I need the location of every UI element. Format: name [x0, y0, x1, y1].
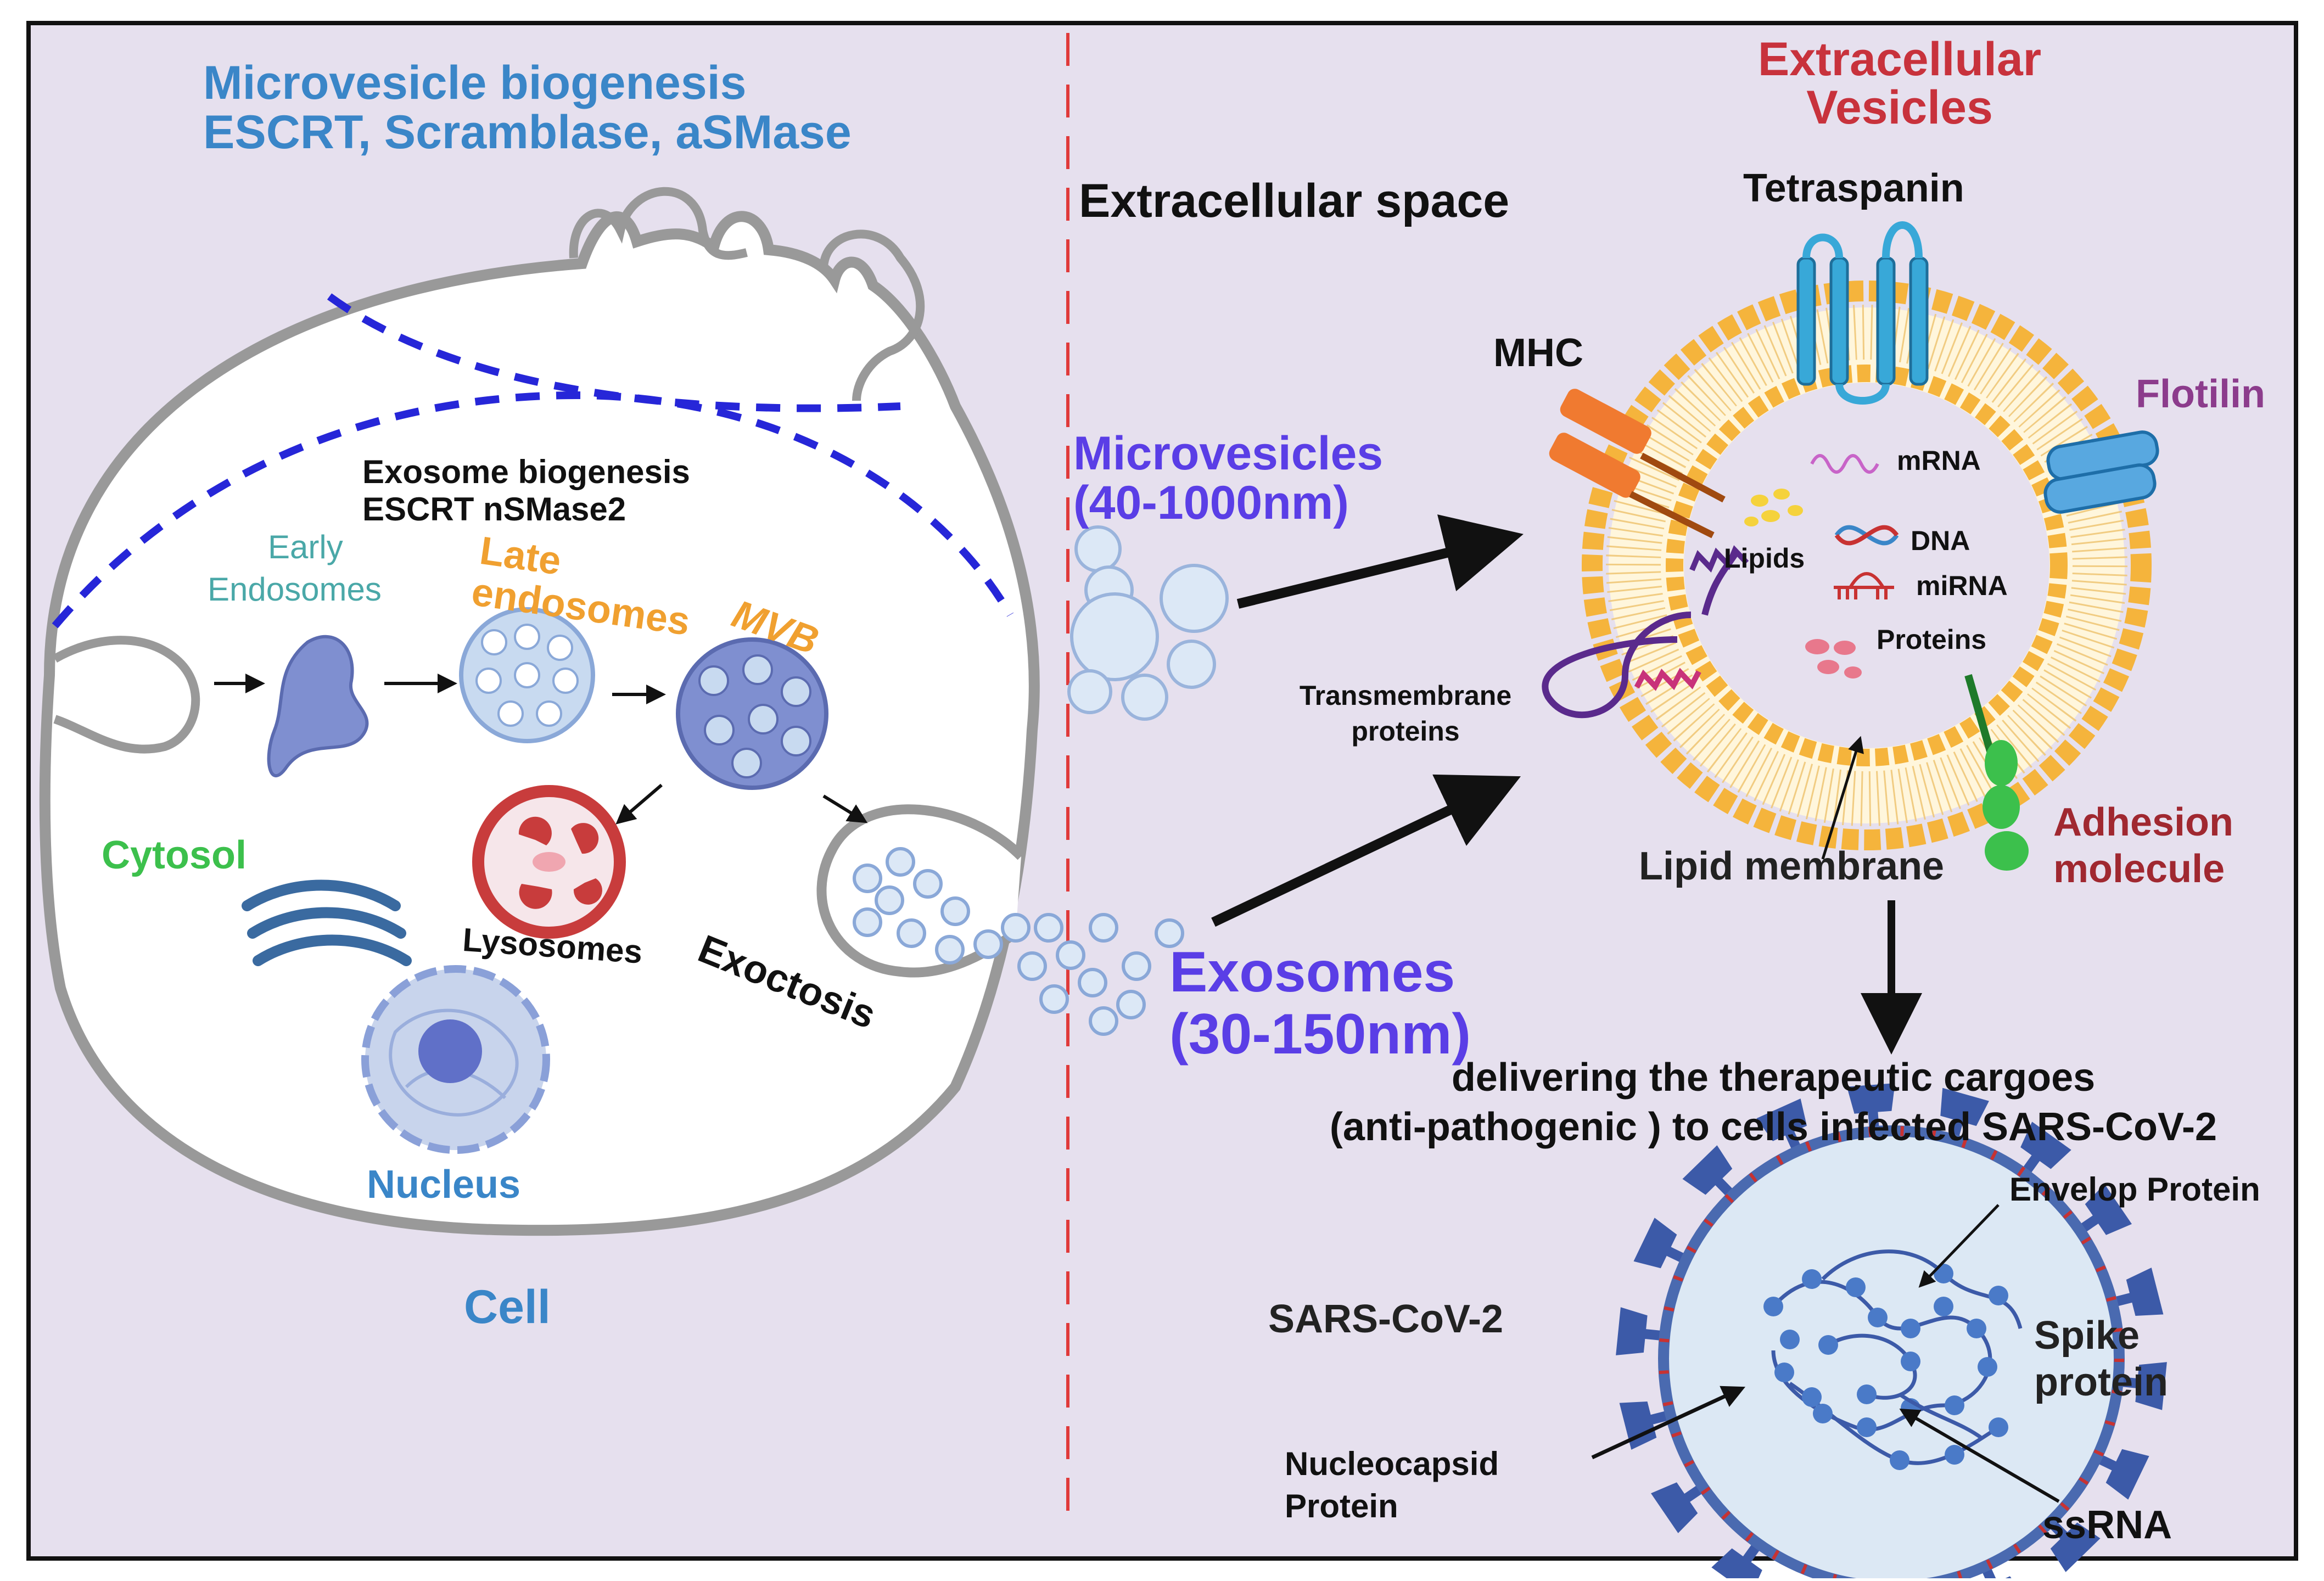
tetraspanin-protein	[1796, 221, 1929, 405]
microvesicle-zone-line	[327, 293, 901, 412]
exosomes-label: Exosomes	[1169, 940, 1455, 1004]
microvesicle-biogenesis-title: Microvesicle biogenesis	[203, 57, 747, 109]
mhc-label: MHC	[1493, 331, 1583, 375]
spike-protein-label-1: Spike	[2034, 1314, 2140, 1358]
microvesicles-size-label: (40-1000nm)	[1073, 476, 1349, 529]
membrane-bud-left	[53, 636, 200, 754]
envelop-protein-label: Envelop Protein	[2009, 1171, 2260, 1208]
lysosome	[472, 785, 626, 939]
ev-lipid-bilayer	[1582, 281, 2152, 850]
exosome-particles	[853, 847, 1184, 1036]
nucleocapsid-bead	[1857, 1417, 1877, 1437]
nucleocapsid-bead	[1774, 1363, 1794, 1382]
sars-cov-2-label: SARS-CoV-2	[1268, 1297, 1504, 1341]
flotilin-protein	[2043, 430, 2159, 514]
lipid-membrane-arrow	[1821, 736, 1864, 860]
mrna-icon	[1810, 454, 1879, 474]
transmembrane-label-1: Transmembrane	[1299, 680, 1512, 711]
cytosol-label: Cytosol	[102, 833, 247, 877]
nucleocapsid-bead	[1934, 1264, 1953, 1283]
nucleocapsid-bead	[1945, 1395, 1964, 1415]
nucleus	[361, 965, 550, 1154]
proteins-label: Proteins	[1877, 624, 1987, 655]
nucleocapsid-bead	[1763, 1297, 1783, 1316]
microvesicle-particles	[1067, 525, 1229, 721]
transmembrane-label-2: proteins	[1351, 716, 1460, 747]
nucleocapsid-bead	[1890, 1450, 1909, 1470]
spike-protein-label-2: protein	[2034, 1360, 2168, 1404]
nucleocapsid-bead	[1813, 1404, 1833, 1423]
nucleus-label: Nucleus	[367, 1163, 521, 1207]
nucleocapsid-label-2: Protein	[1285, 1488, 1398, 1524]
delivery-text-line-1: delivering the therapeutic cargoes	[1451, 1056, 2096, 1100]
adhesion-label-1: Adhesion	[2053, 800, 2234, 844]
arrow-to-exocytosis	[822, 794, 868, 823]
mhc-protein	[1549, 389, 1726, 539]
nucleocapsid-bead	[1818, 1335, 1838, 1355]
late-endosome	[459, 607, 595, 743]
lipids-label: Lipids	[1724, 543, 1805, 574]
nucleocapsid-bead	[1780, 1330, 1800, 1349]
nucleocapsid-bead	[1934, 1297, 1953, 1316]
envelop-arrow	[1918, 1204, 2000, 1288]
nucleocapsid-bead	[1868, 1308, 1888, 1327]
transmembrane-protein-tail	[1542, 612, 1692, 719]
early-endosome	[267, 635, 369, 777]
extracellular-space-label: Extracellular space	[1079, 175, 1510, 227]
early-endosomes-label-1: Early	[268, 529, 343, 565]
cell-label: Cell	[464, 1281, 551, 1333]
exosomes-size-label: (30-150nm)	[1169, 1002, 1471, 1066]
nucleocapsid-bead	[1802, 1269, 1822, 1289]
ev-title-1: Extracellular	[1757, 33, 2042, 86]
nucleocapsid-bead	[1967, 1319, 1986, 1338]
nucleocapsid-label-1: Nucleocapsid	[1285, 1445, 1499, 1482]
lipid-membrane-label: Lipid membrane	[1639, 844, 1945, 888]
delivery-text-line-2: (anti-pathogenic ) to cells infected SAR…	[1329, 1105, 2217, 1149]
transmembrane-helix	[1701, 552, 1738, 616]
nucleocapsid-bead	[1978, 1357, 1997, 1377]
nucleocapsid-bead	[1901, 1352, 1920, 1371]
microvesicles-label: Microvesicles	[1073, 427, 1384, 480]
nucleocapsid-bead	[1857, 1384, 1877, 1404]
mirna-icon	[1834, 572, 1894, 599]
exosome-biogenesis-subtitle: ESCRT nSMase2	[362, 491, 626, 528]
nucleocapsid-bead	[1901, 1319, 1920, 1338]
dna-label: DNA	[1911, 525, 1970, 556]
membrane-bud-right	[819, 229, 925, 401]
flotilin-label: Flotilin	[2136, 372, 2265, 416]
transmembrane-protein-purple	[1689, 545, 1749, 573]
nucleocapsid-bead	[1989, 1417, 2008, 1437]
nucleocapsid-bead	[1802, 1387, 1822, 1407]
ssrna-arrow	[1899, 1408, 2060, 1503]
lipids-icon	[1744, 489, 1803, 526]
exosome-release-arrow	[1211, 774, 1521, 927]
microvesicle-biogenesis-subtitle: ESCRT, Scramblase, aSMase	[203, 106, 852, 159]
arrow-to-lysosome	[615, 783, 663, 825]
early-endosomes-label-2: Endosomes	[208, 571, 382, 608]
nucleocapsid-bead	[1846, 1277, 1866, 1297]
nucleocapsid-arrow	[1591, 1386, 1746, 1460]
nucleocapsid-bead	[1989, 1286, 2008, 1305]
mrna-label: mRNA	[1897, 445, 1981, 476]
dna-icon	[1834, 525, 1899, 546]
multivesicular-body	[676, 637, 828, 790]
exosome-biogenesis-title: Exosome biogenesis	[362, 453, 690, 490]
microvesicle-release-arrow	[1236, 514, 1524, 609]
nucleocapsid-bead	[1945, 1445, 1964, 1465]
mirna-label: miRNA	[1916, 570, 2008, 601]
ev-title-2: Vesicles	[1806, 81, 1993, 134]
proteins-icon	[1805, 639, 1862, 679]
exosome-zone-line	[52, 391, 1014, 629]
ssrna-label: ssRNA	[2042, 1503, 2172, 1547]
adhesion-label-2: molecule	[2053, 847, 2225, 891]
tetraspanin-label: Tetraspanin	[1743, 166, 1964, 210]
membrane-bud-top	[569, 187, 748, 260]
adhesion-molecule	[1964, 674, 2029, 871]
golgi-apparatus	[242, 879, 412, 966]
transmembrane-protein-pink	[1634, 668, 1701, 691]
